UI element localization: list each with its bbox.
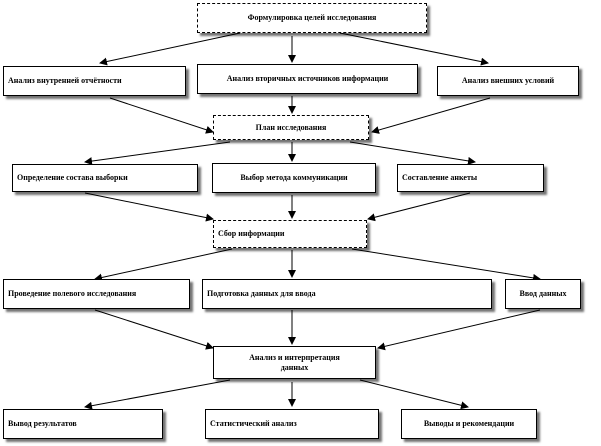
- arrow-analysis-to-results: [84, 379, 231, 410]
- arrow-questionnaire-to-collection: [367, 192, 471, 222]
- arrow-plan-to-questionnaire: [349, 141, 476, 165]
- data-entry-box: Ввод данных: [505, 279, 581, 309]
- external-conditions-box: Анализ внешних условий: [437, 66, 579, 96]
- arrow-plan-to-sample: [84, 141, 231, 166]
- research-plan-box: План исследования: [213, 115, 369, 140]
- arrow-collection-to-entry: [351, 248, 541, 282]
- arrow-goals-to-external: [339, 32, 489, 66]
- analysis-box: Анализ и интерпретация данных: [213, 346, 376, 379]
- data-collection-box: Сбор информации: [213, 220, 367, 248]
- statistical-analysis-box: Статистический анализ: [205, 409, 379, 439]
- questionnaire-box: Составление анкеты: [397, 164, 544, 192]
- field-research-box: Проведение полевого исследования: [3, 279, 190, 309]
- secondary-sources-box: Анализ вторичных источников информации: [197, 64, 418, 94]
- internal-reports-box: Анализ внутренней отчётности: [3, 66, 186, 96]
- arrow-external-to-plan: [371, 97, 491, 134]
- arrow-analysis-to-conclusions: [359, 379, 469, 410]
- arrow-sample-to-collection: [84, 192, 214, 222]
- arrow-entry-to-analysis: [377, 309, 541, 351]
- arrow-field-to-analysis: [94, 309, 214, 350]
- goals-box: Формулировка целей исследования: [197, 3, 427, 33]
- arrow-collection-to-field: [94, 248, 233, 282]
- communication-method-box: Выбор метода коммуникации: [212, 163, 376, 193]
- results-output-box: Вывод результатов: [3, 409, 163, 439]
- arrow-goals-to-internal: [99, 32, 241, 66]
- conclusions-box: Выводы и рекомендации: [401, 409, 537, 439]
- data-preparation-box: Подготовка данных для ввода: [202, 279, 492, 309]
- sample-definition-box: Определение состава выборки: [12, 164, 198, 192]
- arrow-internal-to-plan: [109, 97, 214, 134]
